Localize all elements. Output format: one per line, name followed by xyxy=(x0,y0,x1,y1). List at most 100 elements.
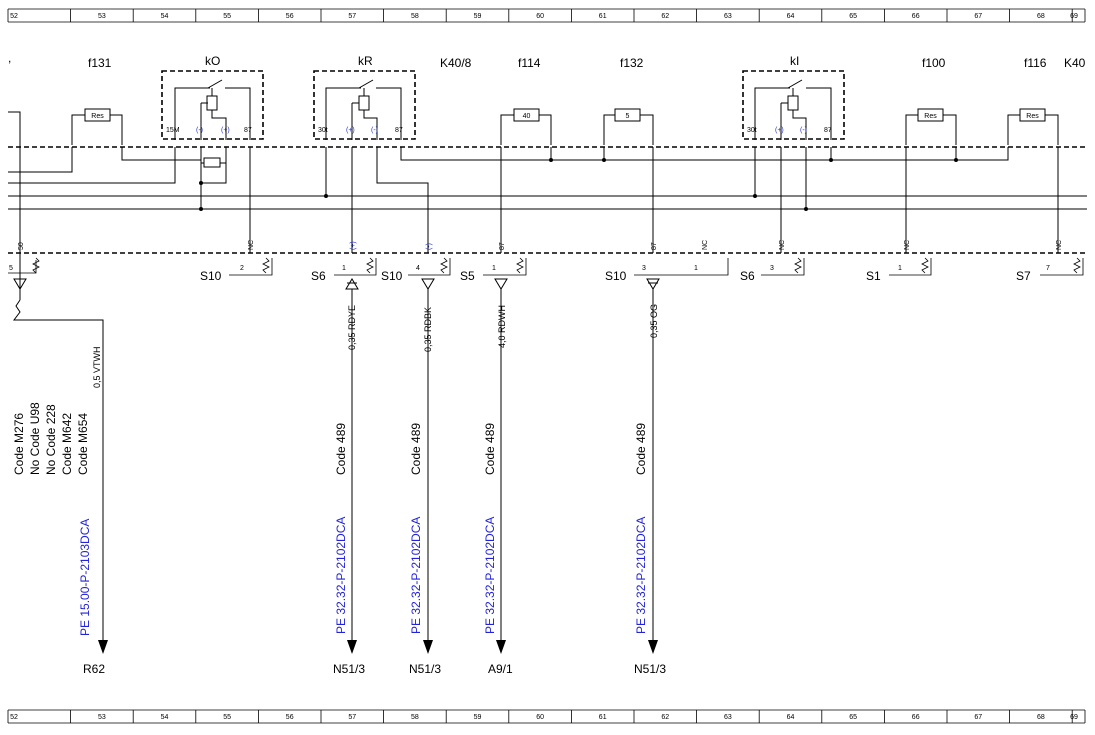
wire-w5: 0,35 OG Code 489 PE 32.32-P-2102DCA N51/… xyxy=(634,289,666,676)
ruler-column-label: 52 xyxy=(10,13,18,20)
ruler-column-label: 60 xyxy=(536,714,544,721)
label-f114: f114 xyxy=(518,56,541,70)
reference-link[interactable]: PE 32.32-P-2102DCA xyxy=(483,517,497,634)
ruler-column-label: 66 xyxy=(912,13,920,20)
reference-link[interactable]: PE 32.32-P-2102DCA xyxy=(334,517,348,634)
relay-kI: 30t (+) (-) 87 xyxy=(742,70,845,140)
ruler-column-label: 60 xyxy=(536,13,544,20)
ruler-column-label: 56 xyxy=(286,714,294,721)
ruler-column-label: 53 xyxy=(98,13,106,20)
switch-label: S7 xyxy=(1016,269,1031,283)
wire-spec: 0,35 RDYE xyxy=(347,305,357,350)
wire-spec: 0,35 RDBK xyxy=(423,307,433,352)
wire-spec: 0,5 VTWH xyxy=(92,346,102,388)
fuse-f131: Res xyxy=(71,108,123,145)
label-kO: kO xyxy=(205,54,220,68)
destination-label: N51/3 xyxy=(333,662,365,676)
svg-text:1: 1 xyxy=(492,265,496,272)
svg-text:Code 489: Code 489 xyxy=(483,423,497,475)
destination-label: A9/1 xyxy=(488,662,513,676)
svg-text:Res: Res xyxy=(91,113,104,120)
switch-label: S6 xyxy=(311,269,326,283)
switch-groups: S10 S6 S10 S5 S10 S6 S1 S7 5 2 1 4 1 3 1… xyxy=(8,257,1084,283)
svg-text:Code 489: Code 489 xyxy=(634,423,648,475)
svg-text:Code 489: Code 489 xyxy=(334,423,348,475)
wire-w2: 0,35 RDYE Code 489 PE 32.32-P-2102DCA N5… xyxy=(333,289,365,676)
ruler-column-label: 62 xyxy=(661,714,669,721)
svg-text:,: , xyxy=(8,51,11,65)
ruler-column-label: 65 xyxy=(849,714,857,721)
label-f100: f100 xyxy=(922,56,946,70)
ruler-column-label: 52 xyxy=(10,714,18,721)
ruler-column-label: 63 xyxy=(724,714,732,721)
svg-text:No Code 228: No Code 228 xyxy=(44,404,58,475)
switch-label: S5 xyxy=(460,269,475,283)
pin-kI-plus: (+) xyxy=(775,127,784,134)
pin-kO-15M: 15M xyxy=(166,127,180,134)
wire-w4: 4,0 RDWH Code 489 PE 32.32-P-2102DCA A9/… xyxy=(483,289,513,676)
destination-label: R62 xyxy=(83,662,105,676)
svg-text:Code M642: Code M642 xyxy=(60,413,74,475)
pin-kO-plus: (+) xyxy=(221,127,230,134)
destination-label: N51/3 xyxy=(634,662,666,676)
svg-text:3: 3 xyxy=(642,265,646,272)
ruler-column-label: 55 xyxy=(223,13,231,20)
svg-text:7: 7 xyxy=(1046,265,1050,272)
ruler-column-label: 67 xyxy=(974,13,982,20)
ruler-column-label: 68 xyxy=(1037,714,1045,721)
label-f116: f116 xyxy=(1024,56,1047,70)
ruler-column-label: 65 xyxy=(849,13,857,20)
svg-text:NC: NC xyxy=(248,240,255,250)
ruler-column-label: 57 xyxy=(348,714,356,721)
pin-kR-plus: (+) xyxy=(346,127,355,134)
connector-pin-labels: 50 NC (+) (-) 87 87 NC NC NC NC xyxy=(18,240,1063,250)
ruler-column-label: 56 xyxy=(286,13,294,20)
svg-text:5: 5 xyxy=(626,113,630,120)
label-f132: f132 xyxy=(620,56,644,70)
ruler-column-label: 53 xyxy=(98,714,106,721)
reference-link[interactable]: PE 32.32-P-2102DCA xyxy=(409,517,423,634)
label-f131: f131 xyxy=(88,56,112,70)
svg-text:(+): (+) xyxy=(350,241,357,250)
svg-text:NC: NC xyxy=(702,240,709,250)
pin-kR-30t: 30t xyxy=(318,127,328,134)
ruler-column-label: 58 xyxy=(411,13,419,20)
ruler-column-label: 54 xyxy=(161,13,169,20)
internal-wiring xyxy=(8,111,1059,253)
svg-text:3: 3 xyxy=(770,265,774,272)
svg-text:Code M276: Code M276 xyxy=(12,413,26,475)
fuse-f132: 5 xyxy=(603,108,654,145)
svg-text:87: 87 xyxy=(499,242,506,250)
svg-text:1: 1 xyxy=(898,265,902,272)
relay-kO: 15M (-) (+) 87 xyxy=(161,70,264,140)
pin-kO-minus: (-) xyxy=(196,127,203,134)
switch-label: S10 xyxy=(381,269,403,283)
wire-w1: 0,5 VTWH Code M276 No Code U98 No Code 2… xyxy=(12,299,108,676)
switch-label: S1 xyxy=(866,269,881,283)
ruler-column-label: 61 xyxy=(599,13,607,20)
reference-link[interactable]: PE 32.32-P-2102DCA xyxy=(634,517,648,634)
ruler-column-label: 63 xyxy=(724,13,732,20)
pin-kI-minus: (-) xyxy=(800,127,807,134)
ruler-column-label: 69 xyxy=(1070,13,1078,20)
label-kI: kI xyxy=(790,54,799,68)
ruler-column-label: 64 xyxy=(787,13,795,20)
svg-text:40: 40 xyxy=(523,113,531,120)
ruler-column-label: 67 xyxy=(974,714,982,721)
switch-label: S10 xyxy=(200,269,222,283)
pin-kI-30t: 30t xyxy=(747,127,757,134)
reference-link[interactable]: PE 15.00-P-2103DCA xyxy=(78,519,92,636)
label-k40-8: K40/8 xyxy=(440,56,472,70)
pin-kO-87: 87 xyxy=(244,127,252,134)
svg-text:4: 4 xyxy=(416,265,420,272)
wire-spec: 0,35 OG xyxy=(649,304,659,338)
fuse-f116: Res xyxy=(1007,108,1059,145)
ruler-column-label: 64 xyxy=(787,714,795,721)
svg-text:Res: Res xyxy=(1026,113,1039,120)
ruler-column-label: 59 xyxy=(474,13,482,20)
fuse-f100: Res xyxy=(905,108,957,145)
svg-text:Code M654: Code M654 xyxy=(76,413,90,475)
